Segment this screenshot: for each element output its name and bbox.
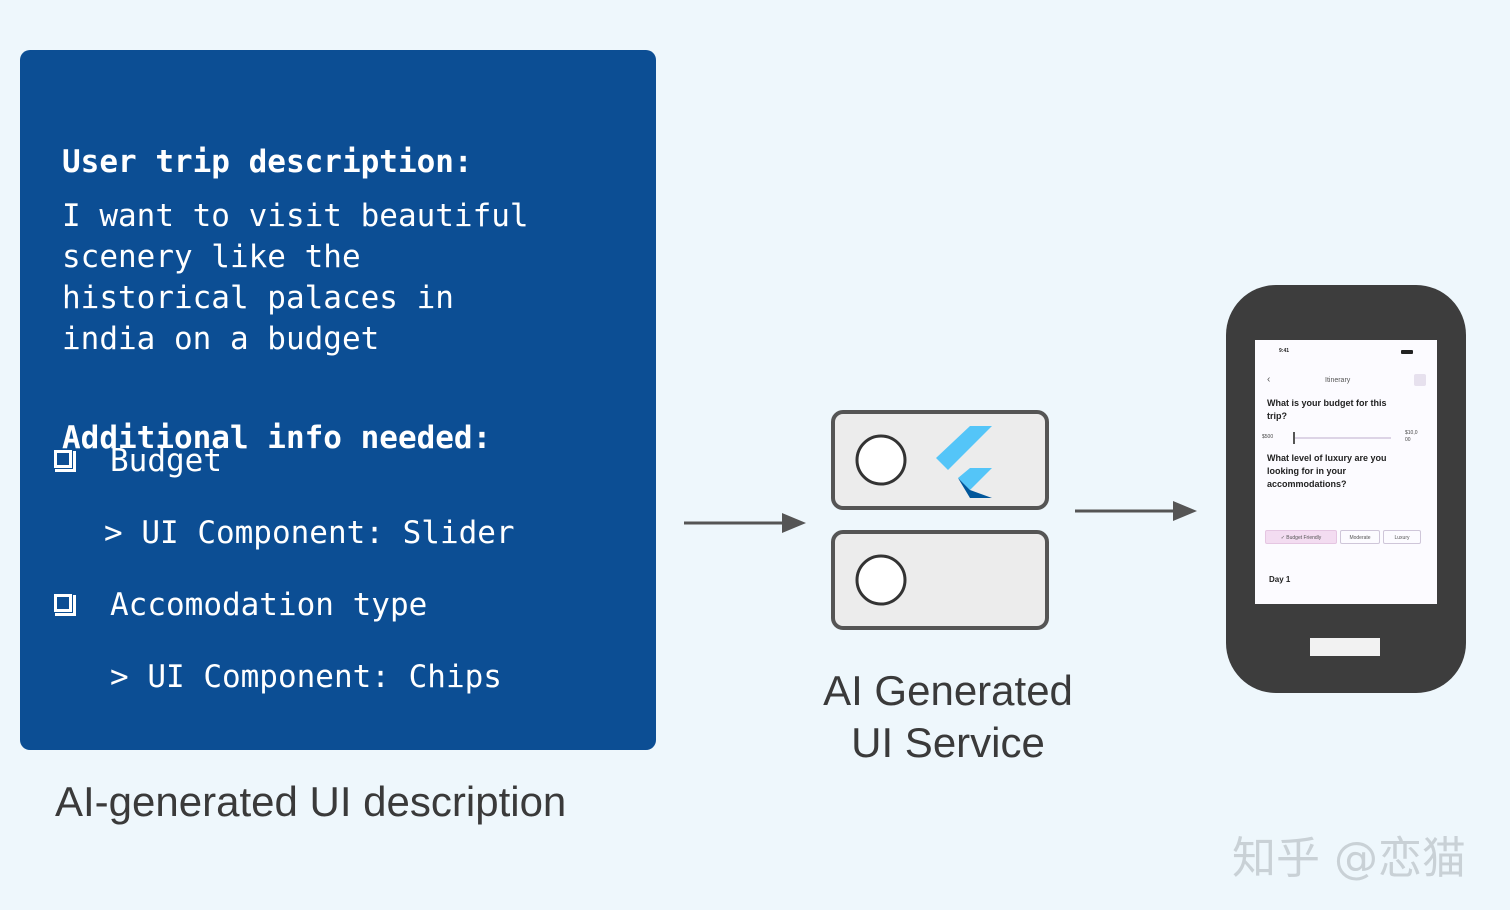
question-line: What is your budget for this [1267,398,1387,408]
checkbox-icon [54,450,76,472]
back-chevron-icon[interactable]: ‹ [1267,374,1271,385]
slider-min-label: $500 [1262,434,1274,440]
battery-icon [1401,350,1413,354]
info-item-component: > UI Component: Slider [104,515,515,551]
chip-moderate[interactable]: Moderate [1340,530,1380,544]
slider-max-line: $10,0 [1405,430,1418,436]
trip-description-heading: User trip description: [62,144,473,180]
menu-icon[interactable] [1414,374,1426,386]
trip-description-line: I want to visit beautiful [62,198,529,234]
ui-description-panel: User trip description: I want to visit b… [20,50,656,750]
service-caption-line: AI Generated [823,667,1073,714]
chip-luxury[interactable]: Luxury [1383,530,1421,544]
day-label: Day 1 [1269,575,1291,584]
info-item-accommodation: Accomodation type [110,587,428,623]
additional-info-heading: Additional info needed: [62,420,492,456]
home-button[interactable] [1310,638,1380,656]
chip-budget-friendly[interactable]: ✓ Budget Friendly [1265,530,1337,544]
service-caption: AI Generated UI Service [808,665,1088,769]
phone-mockup: 9:41 ‹ Itinerary What is your budget for… [1226,285,1466,693]
status-time: 9:41 [1279,348,1290,354]
budget-slider-thumb[interactable] [1293,432,1295,444]
flutter-logo-icon [936,426,992,498]
question-line: looking for in your [1267,466,1346,476]
ui-service-illustration [831,410,1049,630]
info-item-budget: Budget [110,443,222,479]
description-caption: AI-generated UI description [55,778,567,825]
question-line: What level of luxury are you [1267,453,1387,463]
budget-question: What is your budget for this trip? [1267,397,1387,423]
arrow-right-icon [684,513,806,533]
slider-max-line: 00 [1405,437,1411,443]
question-line: trip? [1267,411,1287,421]
budget-slider-track[interactable] [1293,437,1391,439]
phone-screen: 9:41 ‹ Itinerary What is your budget for… [1255,340,1437,604]
arrow-right-icon [1075,501,1197,521]
screen-title: Itinerary [1325,377,1351,384]
trip-description-line: india on a budget [62,321,380,357]
slider-max-label: $10,0 00 [1405,430,1418,444]
service-caption-line: UI Service [851,719,1045,766]
trip-description-line: scenery like the [62,239,361,275]
radio-circle-icon [855,434,907,486]
watermark: 知乎 @恋猫 [1232,833,1466,884]
trip-description-line: historical palaces in [62,280,454,316]
question-line: accommodations? [1267,479,1347,489]
radio-circle-icon [855,554,907,606]
info-item-component: > UI Component: Chips [110,659,502,695]
luxury-question: What level of luxury are you looking for… [1267,452,1387,491]
checkbox-icon [54,594,76,616]
